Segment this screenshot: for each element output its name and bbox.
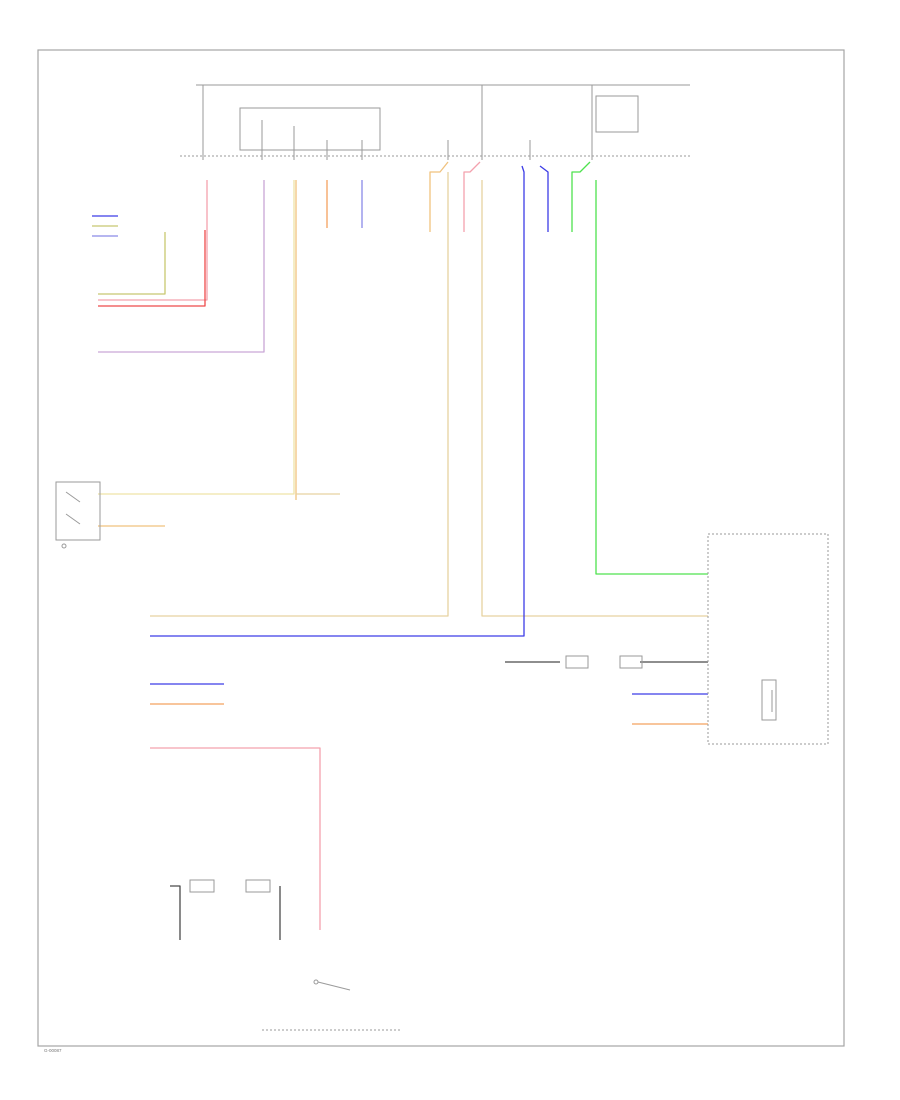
wire-yellow-1 — [98, 180, 295, 495]
wire-black-3 — [170, 885, 181, 940]
diagram-frame — [37, 49, 845, 1047]
ground-switch — [262, 979, 400, 1031]
wire-tan-2 — [150, 172, 449, 617]
wire-blue-1 — [150, 165, 525, 637]
wire-red-1 — [98, 230, 206, 307]
wire-pink-3 — [150, 747, 321, 930]
wire-olive-1 — [98, 232, 166, 295]
relay-component — [55, 481, 101, 549]
resistor-1 — [565, 655, 589, 669]
resistor-2 — [619, 655, 643, 669]
fuse-bus — [180, 84, 692, 160]
resistor-3 — [189, 879, 215, 893]
wire-tan-3 — [481, 180, 708, 617]
wire-violet-1 — [98, 180, 265, 353]
wire-blue-2 — [539, 165, 549, 232]
resistor-4 — [245, 879, 271, 893]
wire-orange-3 — [429, 161, 449, 232]
page-ref-label: G-00087 — [44, 1048, 62, 1053]
wire-pink-1 — [98, 180, 208, 301]
wire-green-1 — [571, 161, 591, 232]
wire-pink-2 — [463, 161, 481, 232]
wire-green-2 — [595, 180, 708, 575]
instrument-cluster-box — [707, 533, 829, 745]
